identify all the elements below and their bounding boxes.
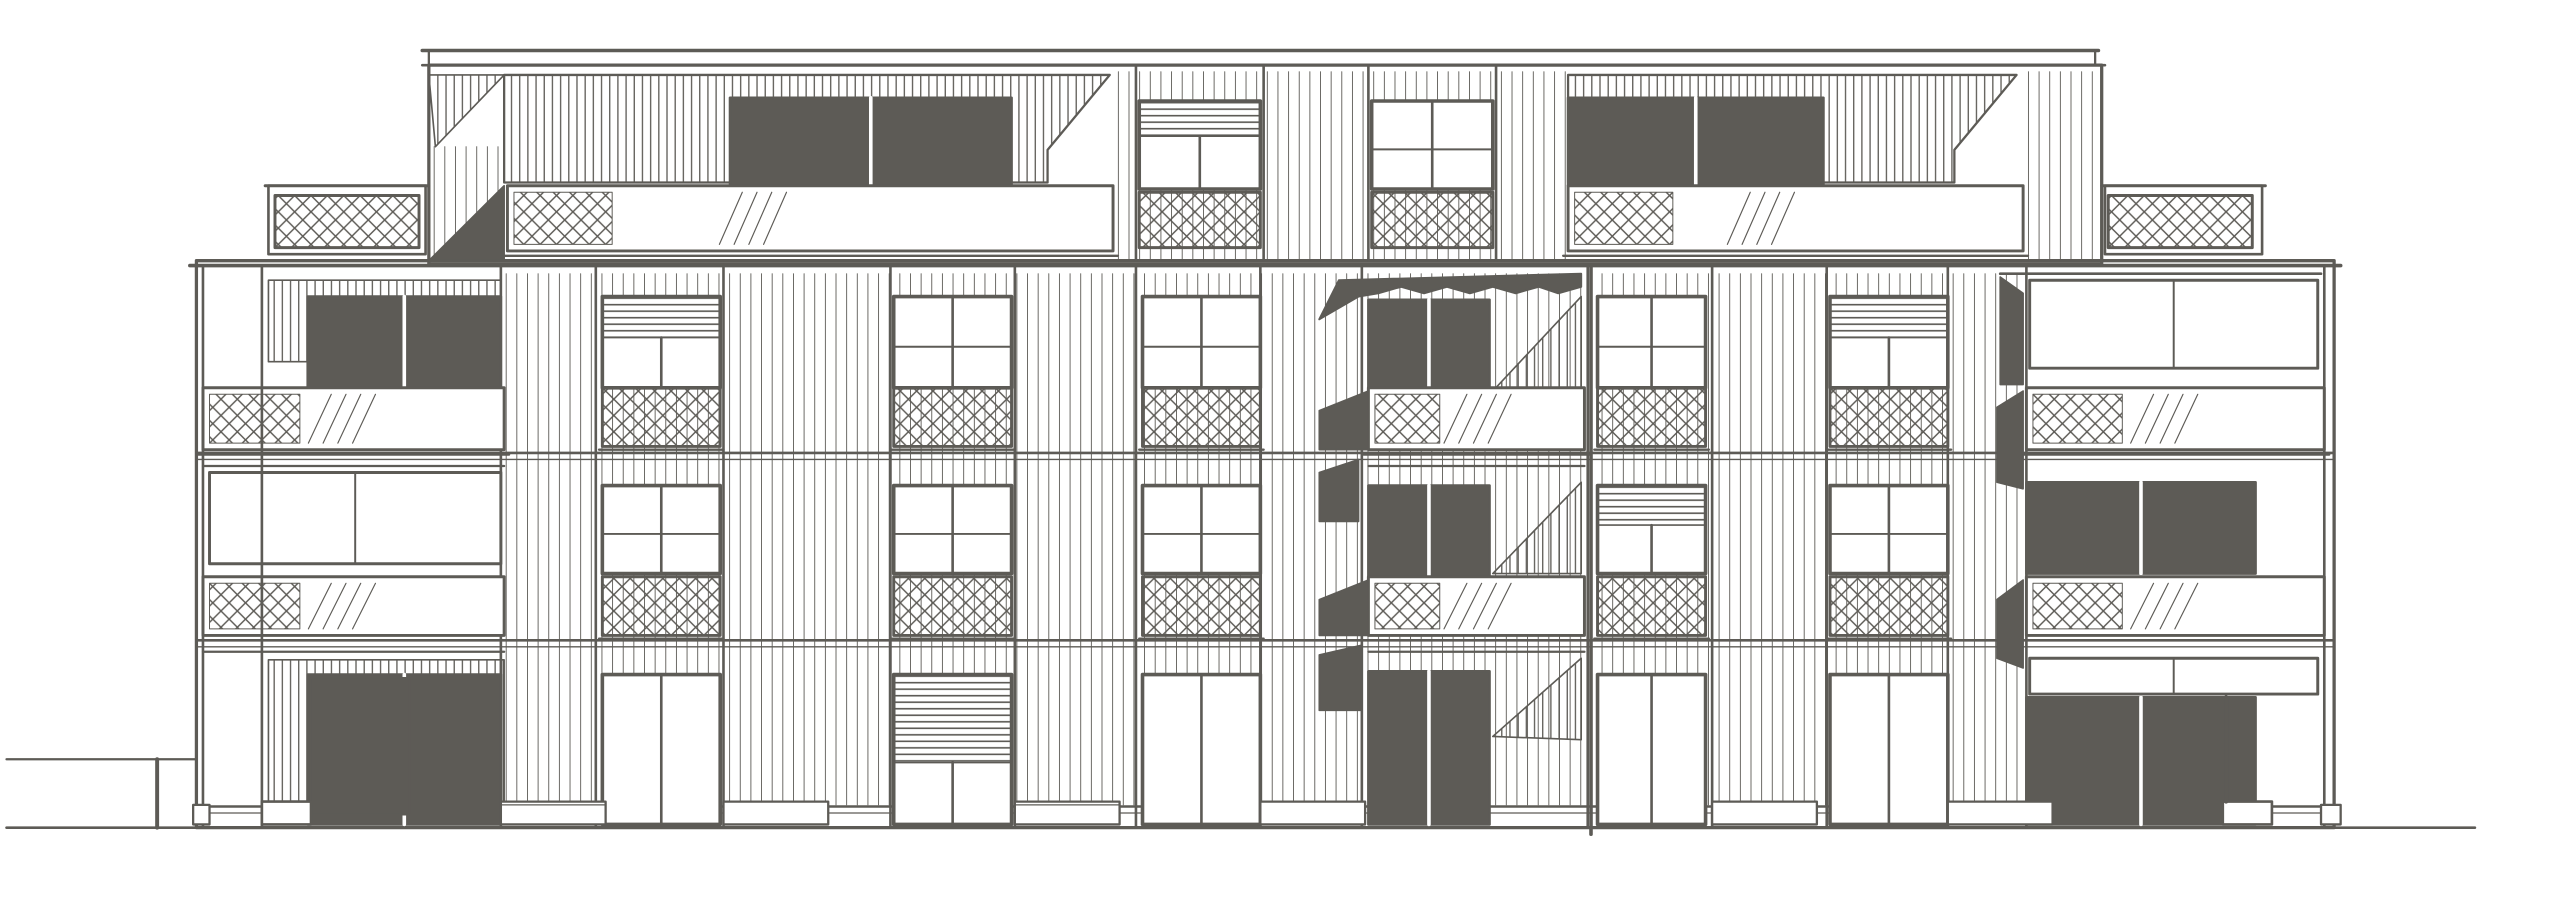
lattice-railing [1370,190,1495,250]
lattice-railing [1596,386,1708,448]
balcony-hatch [1574,191,1674,245]
sketch-stroke [1472,393,1497,444]
sketch-stroke [1458,393,1483,444]
post-base [260,800,313,826]
facade-art [5,48,2477,836]
roller-blind [1596,484,1707,526]
sketch-stroke [733,191,758,245]
canopy-shadow [1999,276,2024,386]
sketch-stroke [718,191,743,245]
loggia-shadow [310,676,411,816]
roller-blind [601,295,722,339]
roller-blind [1138,100,1262,138]
sketch-stroke [307,582,332,630]
sketch-stroke [2174,582,2199,630]
attic-shadow [428,184,505,262]
lattice-railing [1141,386,1262,448]
sketch-stroke [1756,191,1781,245]
sketch-stroke [1472,582,1497,630]
sketch-stroke [322,582,347,630]
lattice-railing [273,194,421,250]
sketch-stroke [763,191,788,245]
sketch-stroke [1726,191,1751,245]
balcony-shadow [1318,579,1370,637]
plinth [1013,800,1121,826]
sketch-stroke [1487,393,1512,444]
balcony-hatch [2032,393,2123,444]
balcony-hatch [209,582,301,630]
lattice-railing [600,386,722,448]
wall-shadow [1318,458,1360,523]
sketch-stroke [2130,582,2155,630]
post-base [2221,800,2274,826]
balcony-shadow [1318,390,1370,451]
post-base [191,803,211,826]
plinth [499,800,607,826]
sketch-stroke [1770,191,1796,245]
lattice-railing [1828,575,1950,637]
lattice-railing [1141,575,1262,637]
sketch-stroke [1443,582,1468,630]
sketch-stroke [351,582,377,630]
sketch-stroke [2159,393,2184,444]
plinth [1259,800,1367,826]
diagonal-shadow [1491,657,1582,741]
lattice-railing [892,575,1014,637]
balcony-hatch [2032,582,2123,630]
plinth [722,800,830,826]
scalloped-canopy [1318,272,1583,321]
balcony-hatch [1374,582,1441,630]
sketch-stroke [2174,393,2199,444]
wall-shadow [1318,644,1363,712]
lattice-railing [2106,194,2254,250]
sketch-stroke [1458,582,1483,630]
balcony-shadow [1996,579,2024,669]
post-base [2319,803,2342,826]
sketch-stroke [322,393,347,444]
sketch-stroke [2144,582,2169,630]
plinth [1946,800,2054,826]
lattice-railing [1596,575,1708,637]
sketch-stroke [2159,582,2184,630]
sketch-stroke [2130,393,2155,444]
lattice-railing [1828,386,1950,448]
roller-blind [1829,295,1949,339]
balcony-hatch [513,191,613,245]
sketch-stroke [351,393,377,444]
sketch-stroke [1741,191,1766,245]
loggia-shade-corner [428,74,505,148]
lattice-railing [1137,190,1262,250]
sketch-stroke [1487,582,1512,630]
lattice-railing [892,386,1014,448]
plinth [1710,800,1819,826]
sketch-stroke [307,393,332,444]
balcony-shadow [1996,390,2024,490]
balcony-hatch [209,393,301,444]
sketch-stroke [2144,393,2169,444]
sketch-stroke [748,191,773,245]
sketch-stroke [337,582,362,630]
diagonal-shadow [1491,481,1582,575]
sketch-stroke [1443,393,1468,444]
roller-blind [892,673,1013,764]
balcony-hatch [1374,393,1441,444]
sketch-stroke [337,393,362,444]
lattice-railing [600,575,722,637]
